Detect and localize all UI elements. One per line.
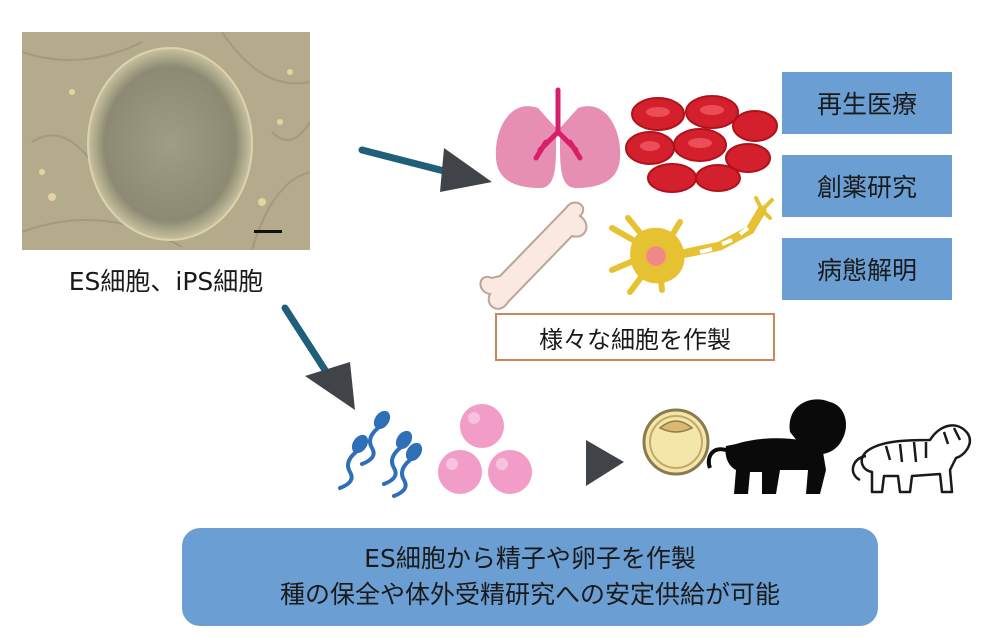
sperm-icon: [338, 410, 423, 498]
bone-icon: [479, 201, 588, 310]
lion-icon: [706, 399, 846, 494]
arrow-to-gametes-icon: [281, 304, 355, 410]
tiger-icon: [851, 424, 972, 494]
summary-box: ES細胞から精子や卵子を作製 種の保全や体外受精研究への安定供給が可能: [182, 528, 878, 626]
stem-cell-photo: [22, 32, 310, 250]
source-cells-label: ES細胞、iPS細胞: [68, 267, 264, 296]
egg-cells-icon: [438, 404, 532, 494]
lung-icon: [495, 87, 621, 188]
application-disease-elucidation: 病態解明: [782, 238, 952, 300]
blastocyst-icon: [642, 408, 710, 476]
summary-line-2: 種の保全や体外受精研究への安定供給が可能: [279, 580, 780, 609]
arrow-to-cells-icon: [358, 146, 492, 192]
application-drug-research: 創薬研究: [782, 155, 952, 217]
play-triangle-icon: [586, 440, 624, 486]
made-cells-label: 様々な細胞を作製: [495, 313, 775, 361]
summary-line-1: ES細胞から精子や卵子を作製: [364, 544, 696, 573]
application-regenerative-medicine: 再生医療: [782, 72, 952, 134]
neuron-icon: [609, 196, 774, 295]
